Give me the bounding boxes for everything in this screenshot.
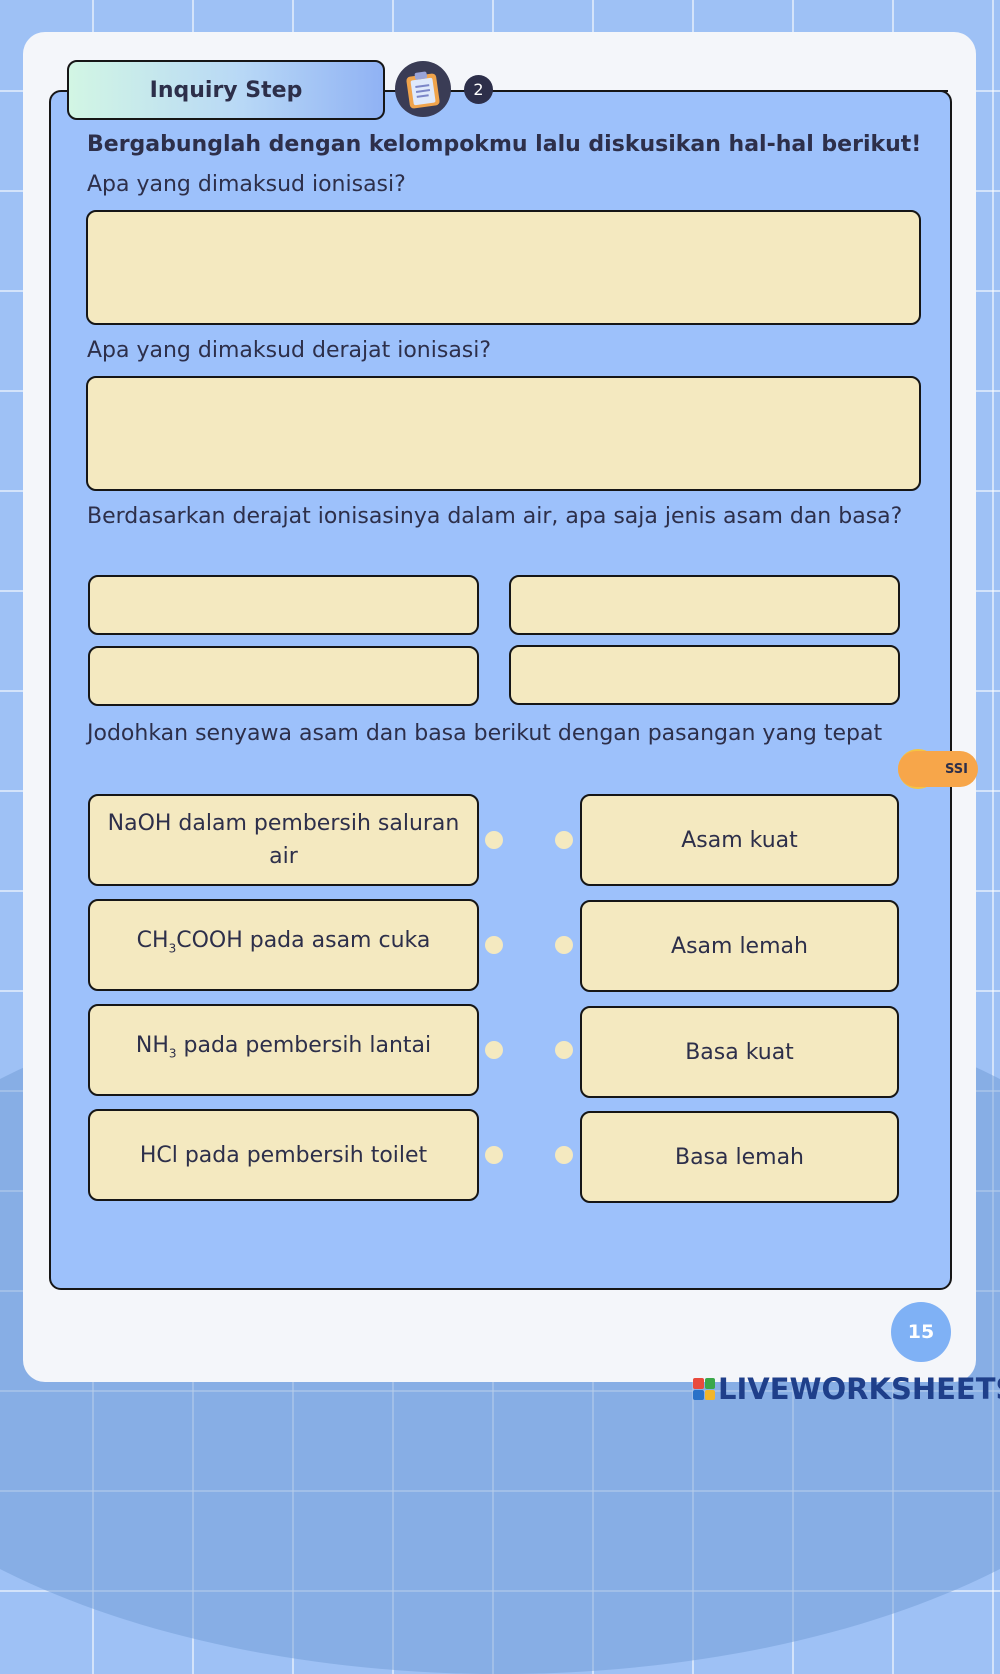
answer-box-1[interactable] [86,210,921,325]
match-dot-right-2[interactable] [555,936,573,954]
match-left-3[interactable]: NH3 pada pembersih lantai [88,1004,479,1096]
match-right-4-text: Basa lemah [674,1144,804,1170]
answer-box-type-4[interactable] [509,645,900,705]
ssi-badge: SSI [898,751,978,787]
match-right-3-text: Basa kuat [685,1039,794,1065]
panel-top-border [490,90,948,92]
match-left-1-text: NaOH dalam pembersih saluran air [107,811,460,869]
page-number: 15 [891,1302,951,1362]
match-left-2-text: CH3COOH pada asam cuka [136,928,431,956]
match-right-4[interactable]: Basa lemah [580,1111,899,1203]
answer-box-2[interactable] [86,376,921,491]
match-dot-left-4[interactable] [485,1146,503,1164]
match-left-1[interactable]: NaOH dalam pembersih saluran air [88,794,479,886]
match-right-2-text: Asam lemah [671,933,808,959]
step-number-badge: 2 [464,75,493,104]
match-right-2[interactable]: Asam lemah [580,900,899,992]
clipboard-icon [395,61,451,117]
match-dot-right-4[interactable] [555,1146,573,1164]
question-3: Berdasarkan derajat ionisasinya dalam ai… [87,504,903,529]
match-dot-left-3[interactable] [485,1041,503,1059]
answer-box-type-1[interactable] [88,575,479,635]
tab-label: Inquiry Step [149,77,303,103]
match-left-2[interactable]: CH3COOH pada asam cuka [88,899,479,991]
question-4: Jodohkan senyawa asam dan basa berikut d… [87,721,883,746]
match-dot-right-3[interactable] [555,1041,573,1059]
ssi-label: SSI [945,761,968,777]
inquiry-step-tab: Inquiry Step [67,60,385,120]
liveworksheets-mark-icon [693,1378,715,1400]
match-dot-right-1[interactable] [555,831,573,849]
question-1: Apa yang dimaksud ionisasi? [87,172,406,197]
match-left-3-text: NH3 pada pembersih lantai [135,1033,432,1061]
match-left-4[interactable]: HCl pada pembersih toilet [88,1109,479,1201]
match-right-3[interactable]: Basa kuat [580,1006,899,1098]
question-2: Apa yang dimaksud derajat ionisasi? [87,338,492,363]
match-dot-left-2[interactable] [485,936,503,954]
answer-box-type-3[interactable] [88,646,479,706]
liveworksheets-brand: LIVEWORKSHEETS [718,1372,1000,1406]
match-right-1-text: Asam kuat [681,827,798,853]
match-right-1[interactable]: Asam kuat [580,794,899,886]
match-left-4-text: HCl pada pembersih toilet [139,1142,428,1168]
answer-box-type-2[interactable] [509,575,900,635]
instruction-text: Bergabunglah dengan kelompokmu lalu disk… [87,132,922,157]
match-dot-left-1[interactable] [485,831,503,849]
liveworksheets-logo: LIVEWORKSHEETS [693,1372,1000,1406]
